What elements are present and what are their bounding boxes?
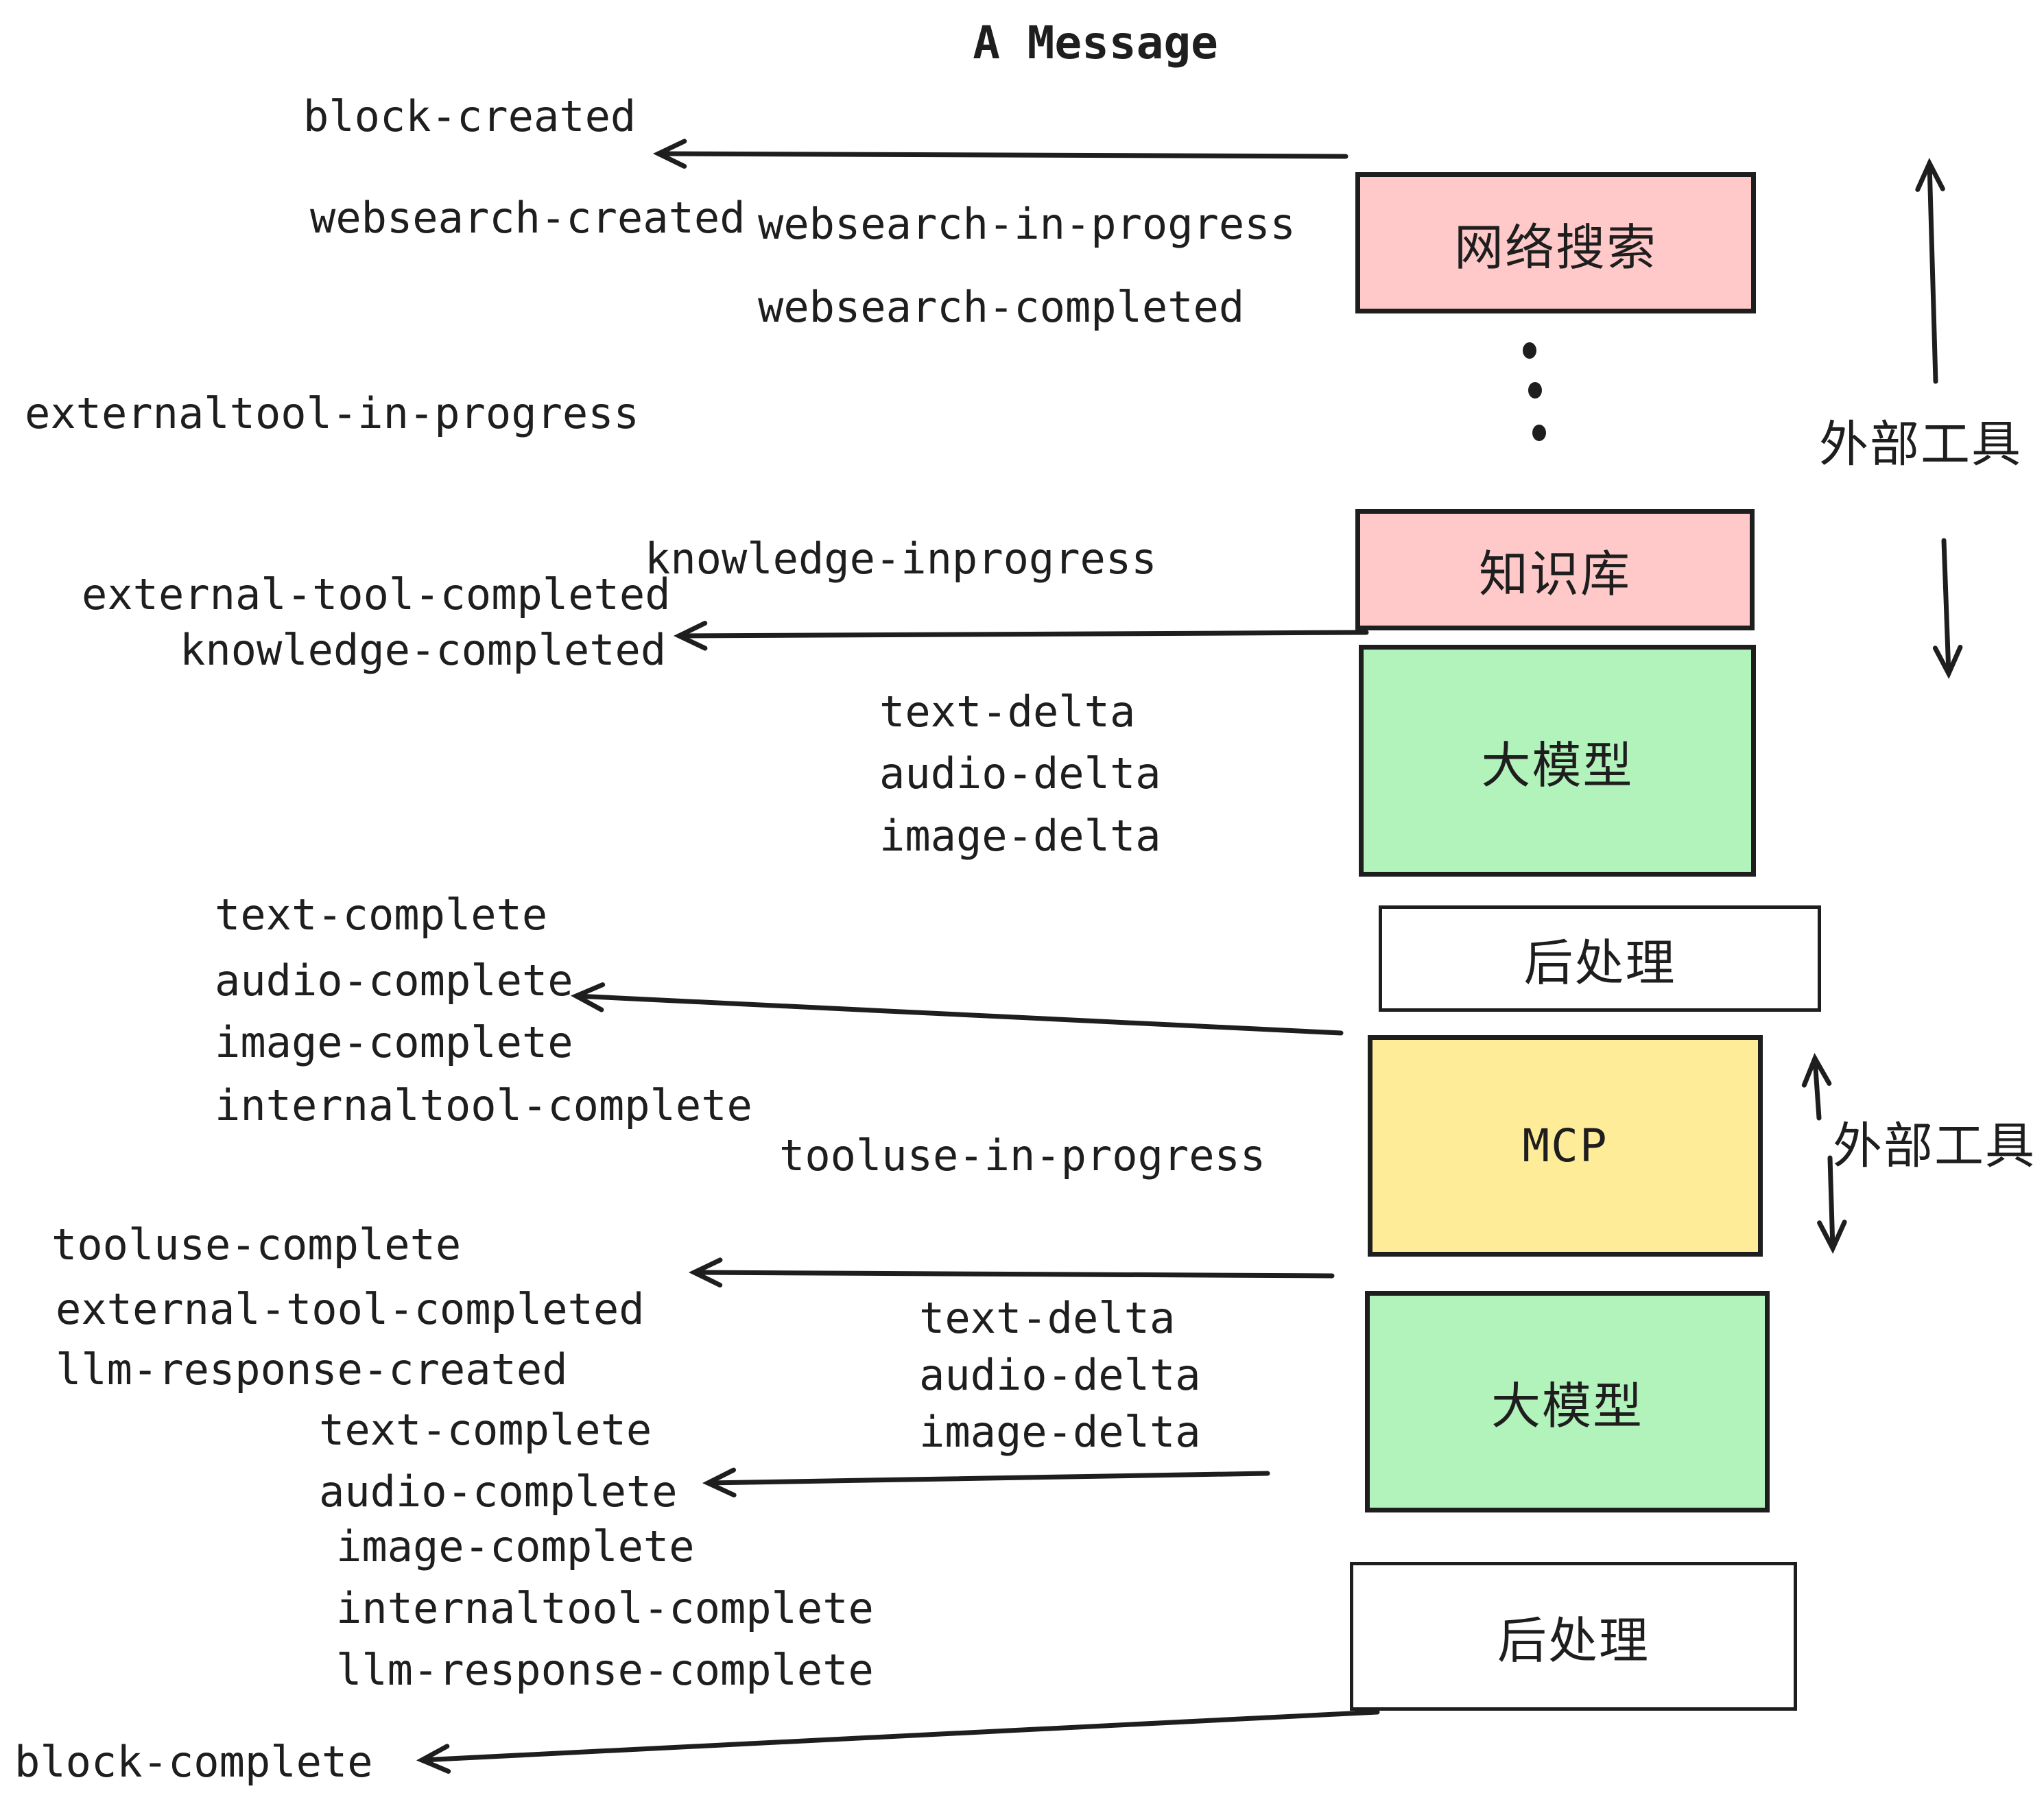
arrow-to-external-tool-completed bbox=[688, 1257, 1335, 1287]
node-llm-2-label: 大模型 bbox=[1490, 1377, 1643, 1435]
event-knowledge-inprogress: knowledge-inprogress bbox=[645, 534, 1157, 584]
event-image-complete-2: image-complete bbox=[336, 1521, 695, 1571]
node-postprocess-1-label: 后处理 bbox=[1523, 934, 1676, 992]
event-audio-delta-2: audio-delta bbox=[919, 1350, 1201, 1400]
node-llm-2: 大模型 bbox=[1365, 1291, 1770, 1512]
event-internaltool-complete-2: internaltool-complete bbox=[336, 1583, 874, 1633]
external-tools-up-arrow-2 bbox=[1801, 1052, 1832, 1121]
event-knowledge-completed: knowledge-completed bbox=[180, 625, 667, 675]
event-internaltool-complete-1: internaltool-complete bbox=[215, 1080, 752, 1130]
node-postprocess-2-label: 后处理 bbox=[1497, 1612, 1650, 1670]
event-external-tool-completed-1: external-tool-completed bbox=[82, 569, 671, 619]
event-external-tool-completed-2: external-tool-completed bbox=[56, 1284, 645, 1334]
event-websearch-created: websearch-created bbox=[310, 193, 746, 243]
node-websearch: 网络搜索 bbox=[1355, 172, 1756, 313]
event-audio-delta-1: audio-delta bbox=[879, 748, 1161, 798]
node-postprocess-2: 后处理 bbox=[1350, 1562, 1797, 1711]
arrow-to-audio-complete bbox=[702, 1467, 1270, 1498]
event-image-delta-2: image-delta bbox=[919, 1407, 1201, 1457]
arrow-to-block-complete bbox=[416, 1709, 1380, 1774]
event-image-complete-1: image-complete bbox=[215, 1017, 573, 1067]
event-text-complete-2: text-complete bbox=[319, 1405, 652, 1455]
event-text-complete-1: text-complete bbox=[215, 890, 548, 940]
node-knowledge: 知识库 bbox=[1355, 509, 1755, 630]
event-tooluse-in-progress: tooluse-in-progress bbox=[779, 1130, 1266, 1180]
event-websearch-completed: websearch-completed bbox=[758, 282, 1245, 332]
node-llm-1: 大模型 bbox=[1359, 645, 1756, 877]
external-tools-label-1: 外部工具 bbox=[1818, 415, 2023, 473]
diagram-title: A Message bbox=[973, 16, 1218, 69]
node-knowledge-label: 知识库 bbox=[1478, 545, 1631, 603]
ellipsis-dot bbox=[1528, 382, 1542, 399]
event-audio-complete-1: audio-complete bbox=[215, 956, 573, 1006]
node-postprocess-1: 后处理 bbox=[1379, 905, 1821, 1012]
node-mcp: MCP bbox=[1368, 1035, 1763, 1257]
external-tools-down-arrow-2 bbox=[1817, 1155, 1847, 1255]
node-websearch-label: 网络搜索 bbox=[1453, 218, 1657, 276]
event-text-delta-1: text-delta bbox=[879, 687, 1136, 737]
event-text-delta-2: text-delta bbox=[919, 1293, 1176, 1343]
event-image-delta-1: image-delta bbox=[879, 811, 1161, 861]
node-llm-1-label: 大模型 bbox=[1481, 736, 1634, 794]
event-websearch-in-progress: websearch-in-progress bbox=[758, 199, 1296, 249]
event-block-created: block-created bbox=[303, 91, 637, 141]
arrow-to-knowledge-completed bbox=[673, 621, 1369, 651]
node-mcp-label: MCP bbox=[1522, 1119, 1608, 1172]
event-llm-response-complete: llm-response-complete bbox=[336, 1645, 874, 1695]
arrow-to-image-complete bbox=[570, 982, 1344, 1036]
event-tooluse-complete: tooluse-complete bbox=[51, 1220, 462, 1270]
event-audio-complete-2: audio-complete bbox=[319, 1467, 678, 1517]
ellipsis-dot bbox=[1532, 425, 1546, 441]
event-block-complete: block-complete bbox=[14, 1737, 373, 1787]
event-externaltool-in-progress: externaltool-in-progress bbox=[25, 388, 639, 438]
external-tools-up-arrow-1 bbox=[1915, 157, 1945, 384]
arrow-to-block-created bbox=[652, 139, 1348, 169]
external-tools-label-2: 外部工具 bbox=[1832, 1117, 2036, 1175]
event-llm-response-created: llm-response-created bbox=[56, 1344, 568, 1394]
ellipsis-dot bbox=[1523, 342, 1536, 359]
external-tools-down-arrow-1 bbox=[1932, 538, 1963, 680]
